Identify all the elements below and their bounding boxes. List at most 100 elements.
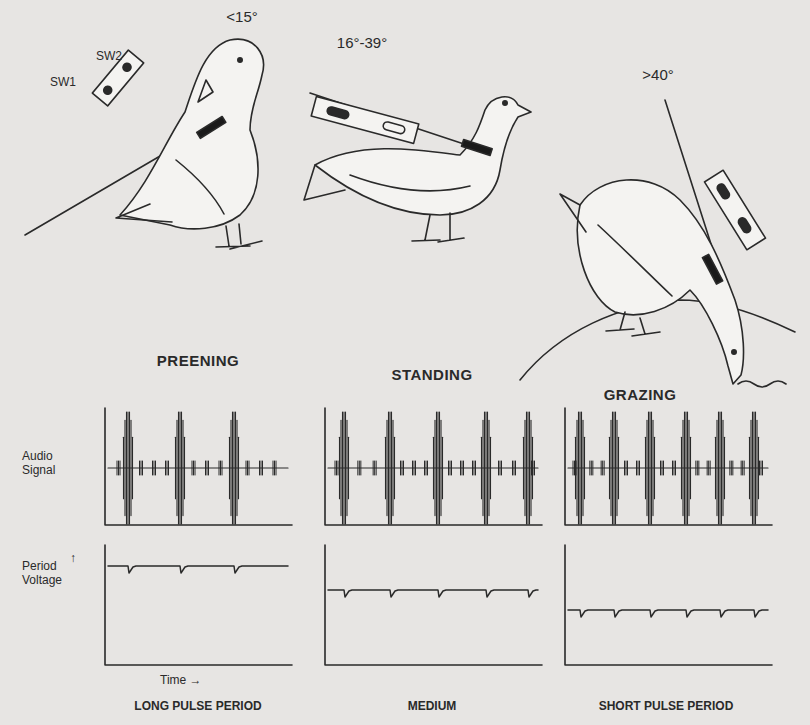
minor-pulse: [675, 461, 676, 475]
audio-pulse: [721, 412, 722, 524]
period-voltage-trace: [328, 590, 538, 597]
preening-bird: [25, 39, 263, 249]
bird-tail: [116, 204, 172, 222]
transmitter-collar: [702, 254, 722, 284]
audio-pulse: [434, 420, 435, 515]
audio-pulse: [340, 420, 341, 515]
minor-pulse: [674, 461, 675, 475]
audio-pulse: [181, 412, 182, 524]
minor-pulse: [474, 461, 475, 475]
audio-pulse: [648, 412, 649, 524]
audio-pulse: [582, 420, 583, 515]
minor-pulse: [120, 461, 121, 475]
audio-pulse: [235, 412, 236, 524]
minor-pulse: [591, 461, 592, 475]
minor-pulse: [195, 461, 196, 475]
axis-label: Period Voltage: [22, 560, 70, 588]
minor-pulse: [403, 461, 404, 475]
minor-pulse: [373, 461, 374, 475]
minor-pulse: [165, 461, 166, 475]
minor-pulse: [660, 461, 661, 475]
period-voltage-trace: [108, 566, 288, 573]
period-caption: SHORT PULSE PERIOD: [599, 700, 734, 714]
minor-pulse: [402, 461, 403, 475]
minor-pulse: [400, 461, 401, 475]
audio-pulse: [575, 437, 576, 499]
minor-pulse: [662, 461, 663, 475]
minor-pulse: [117, 461, 118, 475]
audio-pulse: [130, 420, 131, 515]
minor-pulse: [515, 461, 516, 475]
minor-pulse: [208, 461, 209, 475]
audio-pulse: [394, 437, 395, 499]
minor-pulse: [427, 461, 428, 475]
tilt-switch: [92, 50, 143, 106]
minor-pulse: [376, 461, 377, 475]
audio-pulse: [756, 420, 757, 515]
audio-pulse: [437, 412, 438, 524]
audio-pulse: [230, 420, 231, 515]
audio-pulse: [175, 437, 176, 499]
audio-pulse: [616, 420, 617, 515]
audio-pulse: [718, 412, 719, 524]
minor-pulse: [639, 461, 640, 475]
audio-pulse: [750, 420, 751, 515]
audio-pulse: [651, 412, 652, 524]
minor-pulse: [500, 461, 501, 475]
audio-pulse: [388, 412, 389, 524]
minor-pulse: [604, 461, 605, 475]
minor-pulse: [601, 461, 602, 475]
minor-pulse: [663, 461, 664, 475]
audio-pulse: [389, 412, 390, 524]
minor-pulse: [576, 461, 577, 475]
bird-eye: [238, 58, 242, 62]
switch-housing: [311, 97, 419, 144]
minor-pulse: [624, 461, 625, 475]
audio-pulse: [681, 437, 682, 499]
audio-pulse: [724, 437, 725, 499]
minor-pulse: [501, 461, 502, 475]
bird-legs: [216, 224, 262, 249]
minor-pulse: [627, 461, 628, 475]
audio-pulse: [339, 437, 340, 499]
minor-pulse: [475, 461, 476, 475]
minor-pulse: [534, 461, 535, 475]
minor-pulse: [118, 461, 119, 475]
audio-pulse: [752, 412, 753, 524]
chart-axis: [565, 545, 772, 665]
audio-pulse: [433, 437, 434, 499]
minor-pulse: [708, 461, 709, 475]
audio-pulse: [127, 412, 128, 524]
audio-pulse: [342, 412, 343, 524]
minor-pulse: [533, 461, 534, 475]
minor-pulse: [732, 461, 733, 475]
minor-pulse: [761, 461, 762, 475]
minor-pulse: [462, 461, 463, 475]
audio-pulse: [436, 412, 437, 524]
audio-pulse: [715, 437, 716, 499]
audio-pulse: [184, 437, 185, 499]
minor-pulse: [335, 461, 336, 475]
axis-label: Time →: [160, 674, 202, 688]
minor-pulse: [192, 461, 193, 475]
audio-pulse: [182, 420, 183, 515]
minor-pulse: [139, 461, 140, 475]
minor-pulse: [573, 461, 574, 475]
chart-axis: [105, 545, 292, 665]
minor-pulse: [589, 461, 590, 475]
chart-axis: [565, 408, 772, 525]
minor-pulse: [698, 461, 699, 475]
minor-pulse: [219, 461, 220, 475]
bird-wing: [176, 160, 224, 214]
minor-pulse: [374, 461, 375, 475]
audio-pulse: [579, 412, 580, 524]
angle-label: 16°-39°: [337, 34, 387, 51]
minor-pulse: [193, 461, 194, 475]
minor-pulse: [247, 461, 248, 475]
minor-pulse: [759, 461, 760, 475]
audio-pulse: [484, 412, 485, 524]
audio-pulse: [485, 412, 486, 524]
minor-pulse: [261, 461, 262, 475]
